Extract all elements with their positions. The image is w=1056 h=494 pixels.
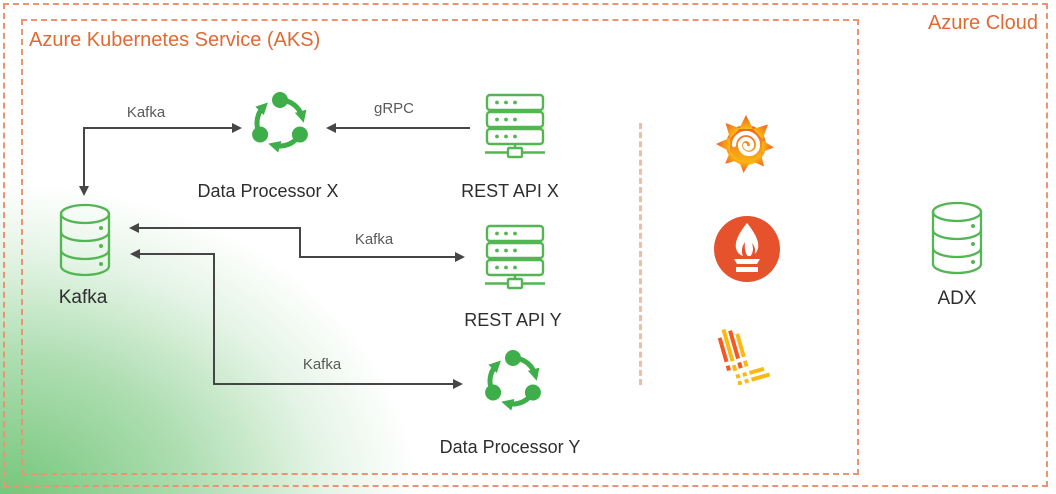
loki-icon [700, 321, 782, 395]
kafka-label: Kafka [58, 287, 108, 308]
edge-label-kafka-3: Kafka [302, 356, 342, 373]
rest-api-x-label: REST API X [461, 181, 559, 201]
data-processor-y-label: Data Processor Y [439, 437, 581, 457]
server-icon [484, 93, 546, 159]
database-icon [57, 202, 113, 278]
edge-label-kafka-1: Kafka [126, 104, 166, 121]
aks-boundary [21, 19, 859, 475]
azure-cloud-label: Azure Cloud [927, 12, 1038, 34]
vertical-dashed-divider [639, 123, 642, 385]
database-icon [929, 200, 985, 276]
edge-label-grpc: gRPC [373, 100, 414, 117]
aks-label: Azure Kubernetes Service (AKS) [29, 29, 321, 51]
process-cycle-icon [246, 91, 314, 159]
edge-label-kafka-2: Kafka [354, 231, 394, 248]
adx-label: ADX [937, 288, 977, 309]
server-icon [484, 224, 546, 290]
azure-cloud-boundary [3, 3, 1048, 487]
prometheus-icon [712, 211, 782, 291]
grafana-icon [713, 109, 781, 177]
data-processor-x-label: Data Processor X [197, 181, 339, 201]
rest-api-y-label: REST API Y [464, 310, 562, 330]
process-cycle-icon [479, 349, 547, 417]
